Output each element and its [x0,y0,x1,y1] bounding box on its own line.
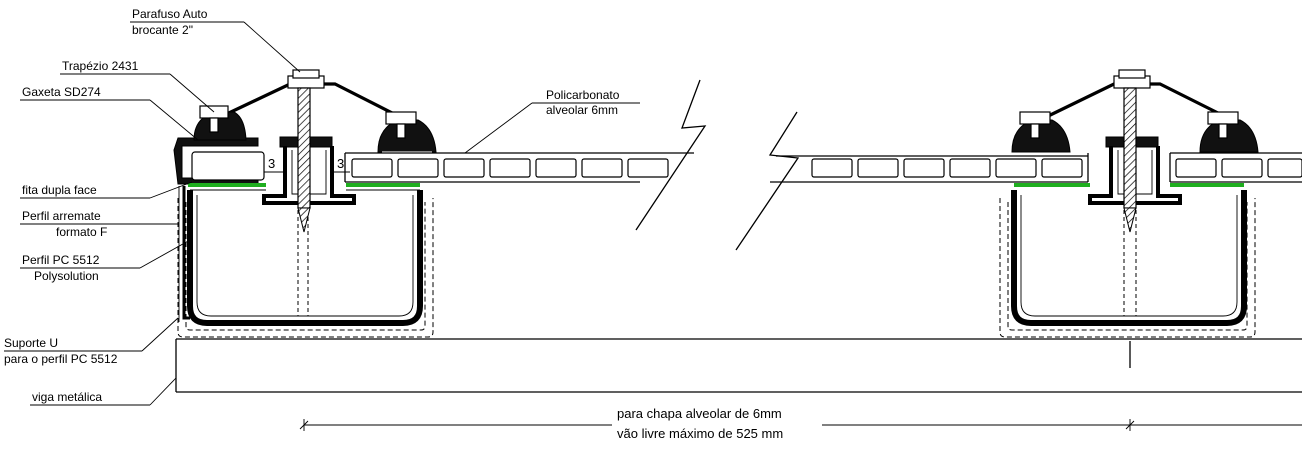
gasket-left-a [193,105,247,141]
label-u-support-line2: para o perfil PC 5512 [4,352,118,366]
label-edge-profile-line1: Perfil arremate [22,209,101,223]
tape-left-a [188,183,266,187]
label-screw-line2: brocante 2" [132,23,193,37]
label-profile-line2: Polysolution [34,269,99,283]
label-gasket: Gaxeta SD274 [22,85,101,99]
label-beam: viga metálica [32,390,102,404]
label-profile-line1: Perfil PC 5512 [22,253,100,267]
gasket-left-b [377,111,437,153]
leaders [4,21,640,406]
tape-right-a [1014,183,1090,187]
steel-beam [175,338,1302,393]
label-screw-line1: Parafuso Auto [132,7,208,21]
tape-left-b [346,183,420,187]
profile-pc5512-left [187,189,423,326]
label-trapezoid: Trapézio 2431 [62,59,139,73]
gap-left-value: 3 [268,156,275,171]
label-tape: fita dupla face [22,183,97,197]
screw-right [1123,87,1137,209]
screw-left [297,87,311,209]
left-assembly [173,69,694,338]
span-dimension [299,419,1302,431]
right-assembly [770,69,1302,338]
polycarbonate-panel-left [344,152,694,183]
label-polycarbonate-line1: Policarbonato [546,88,620,102]
label-polycarbonate-line2: alveolar 6mm [546,103,618,117]
u-support-left [177,198,434,338]
gap-right-value: 3 [337,156,344,171]
label-edge-profile-line2: formato F [56,225,107,239]
label-u-support-line1: Suporte U [4,336,58,350]
dimension-text-line1: para chapa alveolar de 6mm [617,406,782,421]
dimension-text-line2: vão livre máximo de 525 mm [617,426,783,441]
tape-right-b [1170,183,1244,187]
